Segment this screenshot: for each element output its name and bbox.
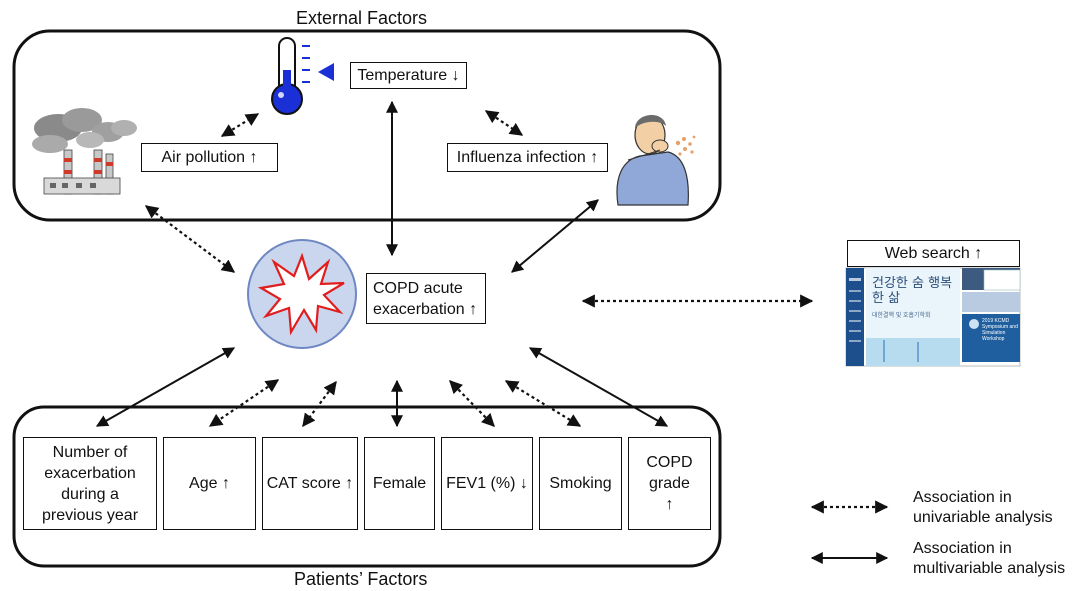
arrow-exacerbation-history [95,347,236,427]
arrow-pollution-temperature [220,113,260,137]
external-factors-frame [12,29,722,222]
legend-univariable-label: Association in univariable analysis [913,489,1053,526]
factor-fev1: FEV1 (%) ↓ [441,437,533,530]
factor-smoking: Smoking [539,437,622,530]
arrow-smoking [504,380,582,427]
copd-exacerbation-line2: exacerbation ↑ [373,300,478,318]
factory-pollution-icon [32,108,137,195]
arrow-temperature-influenza [484,110,524,136]
coughing-person-icon [616,114,696,206]
web-search-screenshot [845,267,1021,367]
factor-cat-score: CAT score ↑ [262,437,358,530]
influenza-box: Influenza infection ↑ [447,143,608,172]
exacerbation-burst-icon [247,239,357,349]
patients-factors-title: Patients’ Factors [294,569,428,589]
web-screenshot-banner: 2019 KCMD Symposium and Simulation Works… [982,318,1018,342]
factor-exacerbation-history: Number of exacerbation during a previous… [23,437,157,530]
legend-multivariable-label: Association in multivariable analysis [913,540,1066,577]
arrow-fev1 [449,380,495,427]
arrow-pollution-to-center [144,205,236,273]
factor-female: Female [364,437,435,530]
web-search-box: Web search ↑ [847,240,1020,267]
copd-exacerbation-box: COPD acute exacerbation ↑ [366,273,486,324]
arrow-age [208,379,280,427]
web-screenshot-subtitle: 대한결핵 및 호흡기학회 [872,313,931,319]
web-screenshot-heading: 건강한 숨 행복한 삶 [872,276,953,306]
arrow-copd-grade [528,347,669,427]
patients-factors-frame [12,405,722,568]
arrow-cat-score [302,380,337,428]
arrow-influenza-to-center [511,199,599,273]
air-pollution-box: Air pollution ↑ [141,143,278,172]
factor-age: Age ↑ [163,437,256,530]
temperature-box: Temperature ↓ [350,62,467,89]
factor-copd-grade: COPD grade ↑ [628,437,711,530]
external-factors-title: External Factors [296,8,428,28]
copd-exacerbation-line1: COPD acute [373,279,463,297]
thermometer-icon [271,37,334,115]
